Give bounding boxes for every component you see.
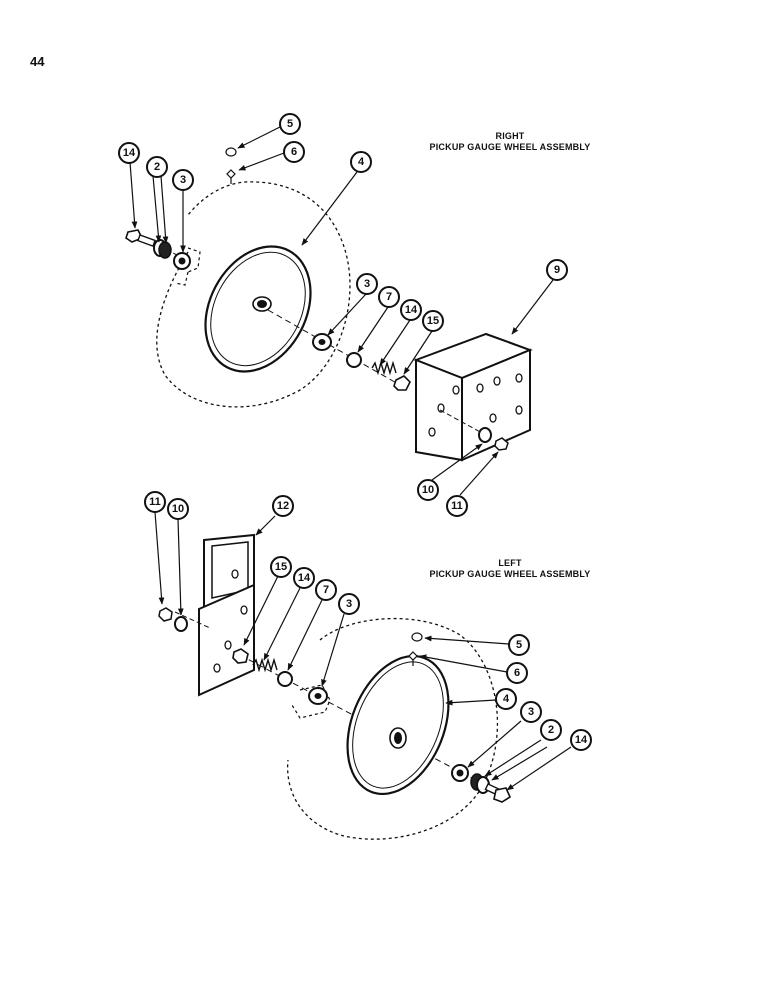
right-washer-2b bbox=[158, 241, 172, 259]
svg-text:14: 14 bbox=[123, 147, 136, 159]
left-wheel-disc bbox=[346, 654, 450, 796]
callout-right-4: 4 bbox=[350, 151, 372, 173]
left-spring bbox=[252, 657, 278, 673]
svg-text:4: 4 bbox=[503, 693, 510, 705]
left-title-line2: PICKUP GAUGE WHEEL ASSEMBLY bbox=[429, 569, 591, 579]
svg-text:6: 6 bbox=[514, 667, 520, 679]
right-washer-10 bbox=[478, 427, 492, 443]
right-cap-5 bbox=[225, 147, 237, 157]
callout-right-10: 10 bbox=[417, 479, 439, 501]
svg-text:2: 2 bbox=[548, 724, 554, 736]
right-title-line2: PICKUP GAUGE WHEEL ASSEMBLY bbox=[429, 142, 591, 152]
svg-text:3: 3 bbox=[180, 174, 186, 186]
left-washer-7 bbox=[277, 671, 293, 687]
left-nut-11 bbox=[158, 607, 173, 622]
right-outer-bolt bbox=[125, 229, 156, 248]
leader-lines bbox=[129, 126, 572, 791]
right-wheel-disc bbox=[204, 245, 312, 373]
callout-left-4: 4 bbox=[495, 688, 517, 710]
page-number: 44 bbox=[30, 54, 45, 69]
callout-right-2: 2 bbox=[146, 156, 168, 178]
left-wheel-assembly bbox=[158, 533, 512, 840]
svg-text:3: 3 bbox=[528, 706, 534, 718]
callout-left-7: 7 bbox=[315, 579, 337, 601]
callout-right-7: 7 bbox=[378, 286, 400, 308]
svg-text:3: 3 bbox=[346, 598, 352, 610]
callout-right-5: 5 bbox=[279, 113, 301, 135]
callout-left-3: 3 bbox=[338, 593, 360, 615]
callout-left-6: 6 bbox=[506, 662, 528, 684]
right-spring bbox=[371, 360, 397, 376]
svg-text:14: 14 bbox=[298, 572, 311, 584]
callout-right-3b: 3 bbox=[356, 273, 378, 295]
right-tire-outline bbox=[156, 181, 351, 408]
callout-right-11: 11 bbox=[446, 495, 468, 517]
svg-text:14: 14 bbox=[575, 734, 588, 746]
svg-text:6: 6 bbox=[291, 146, 297, 158]
callout-right-14b: 14 bbox=[400, 299, 422, 321]
svg-text:15: 15 bbox=[275, 561, 287, 573]
svg-text:5: 5 bbox=[287, 118, 293, 130]
svg-text:15: 15 bbox=[427, 315, 439, 327]
right-nut-11 bbox=[494, 437, 509, 451]
svg-text:7: 7 bbox=[323, 584, 329, 596]
callout-left-5: 5 bbox=[508, 634, 530, 656]
svg-text:3: 3 bbox=[364, 278, 370, 290]
svg-text:7: 7 bbox=[386, 291, 392, 303]
left-washer-10 bbox=[174, 616, 188, 632]
callout-left-11: 11 bbox=[144, 491, 166, 513]
right-assembly-title: RIGHT PICKUP GAUGE WHEEL ASSEMBLY bbox=[410, 131, 610, 153]
svg-text:14: 14 bbox=[405, 304, 418, 316]
right-nut-15 bbox=[393, 375, 411, 391]
callout-left-15: 15 bbox=[270, 556, 292, 578]
left-tire-outline bbox=[286, 617, 498, 840]
right-grease-fitting bbox=[226, 169, 236, 184]
svg-text:11: 11 bbox=[149, 496, 161, 508]
callout-left-2: 2 bbox=[540, 719, 562, 741]
callout-left-3b: 3 bbox=[520, 701, 542, 723]
left-outer-bolt bbox=[484, 783, 512, 803]
callout-right-15: 15 bbox=[422, 310, 444, 332]
left-bracket bbox=[198, 533, 255, 697]
callout-left-14: 14 bbox=[293, 567, 315, 589]
svg-text:5: 5 bbox=[516, 639, 522, 651]
right-bracket bbox=[413, 332, 533, 462]
callout-right-3a: 3 bbox=[172, 169, 194, 191]
left-grease-fitting bbox=[408, 651, 418, 666]
left-title-line1: LEFT bbox=[498, 558, 522, 568]
left-nut-15 bbox=[232, 648, 249, 664]
left-assembly-title: LEFT PICKUP GAUGE WHEEL ASSEMBLY bbox=[410, 558, 610, 580]
svg-text:2: 2 bbox=[154, 161, 160, 173]
left-cap-5 bbox=[411, 632, 423, 642]
svg-text:12: 12 bbox=[277, 500, 289, 512]
right-washer-7 bbox=[346, 352, 362, 368]
svg-text:4: 4 bbox=[358, 156, 365, 168]
callout-right-14: 14 bbox=[118, 142, 140, 164]
svg-text:9: 9 bbox=[554, 264, 560, 276]
svg-text:10: 10 bbox=[422, 484, 434, 496]
svg-text:11: 11 bbox=[451, 500, 463, 512]
right-title-line1: RIGHT bbox=[495, 131, 525, 141]
callout-left-12: 12 bbox=[272, 495, 294, 517]
callout-left-10: 10 bbox=[167, 498, 189, 520]
callout-left-14b: 14 bbox=[570, 729, 592, 751]
right-wheel-assembly bbox=[125, 147, 533, 462]
svg-text:10: 10 bbox=[172, 503, 184, 515]
callout-right-6: 6 bbox=[283, 141, 305, 163]
callout-right-9: 9 bbox=[546, 259, 568, 281]
